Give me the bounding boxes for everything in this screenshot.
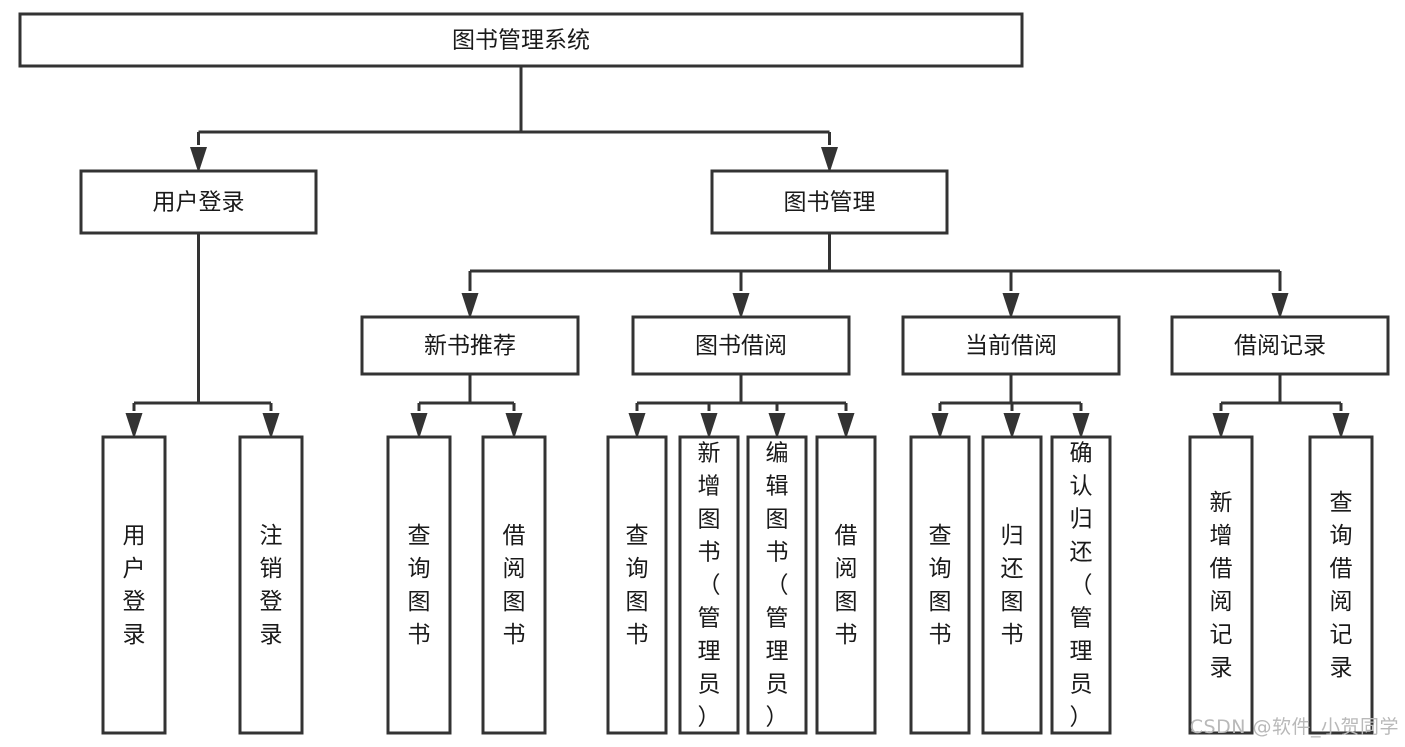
connector-arrowhead — [125, 413, 143, 439]
connector-arrowhead — [768, 413, 786, 439]
node-label: 编辑图书（管理员） — [766, 441, 789, 731]
node-box[interactable] — [101, 435, 167, 735]
node-box[interactable] — [606, 435, 668, 735]
node-box[interactable] — [981, 435, 1043, 735]
connector-arrowhead — [1003, 413, 1021, 439]
connector-arrowhead — [837, 413, 855, 439]
node-layer: 图书管理系统用户登录图书管理新书推荐图书借阅当前借阅借阅记录用户登录注销登录查询… — [18, 12, 1390, 735]
node-leaf-confirm-return[interactable]: 确认归还（管理员） — [1050, 435, 1112, 735]
node-book-borrow[interactable]: 图书借阅 — [631, 315, 851, 376]
connector-arrowhead — [821, 147, 838, 173]
node-label: 借阅图书 — [503, 523, 526, 648]
connector-arrowhead — [461, 293, 479, 319]
connector-group — [931, 374, 1090, 439]
node-label: 图书管理 — [784, 190, 876, 216]
node-leaf-query-record[interactable]: 查询借阅记录 — [1308, 435, 1374, 735]
node-label: 借阅记录 — [1234, 333, 1326, 359]
node-label: 确认归还（管理员） — [1070, 441, 1093, 731]
node-box[interactable] — [710, 169, 949, 235]
node-leaf-query-book-3[interactable]: 查询图书 — [909, 435, 971, 735]
node-label: 用户登录 — [123, 523, 146, 648]
connector-arrowhead — [1332, 413, 1350, 439]
connector-arrowhead — [1212, 413, 1230, 439]
node-label: 新增借阅记录 — [1210, 490, 1233, 681]
node-box[interactable] — [1308, 435, 1374, 735]
node-leaf-add-record[interactable]: 新增借阅记录 — [1188, 435, 1254, 735]
node-label: 注销登录 — [260, 523, 283, 648]
node-box[interactable] — [386, 435, 452, 735]
node-leaf-user-login[interactable]: 用户登录 — [101, 435, 167, 735]
connector-arrowhead — [628, 413, 646, 439]
node-label: 查询图书 — [408, 523, 431, 648]
node-leaf-query-book-1[interactable]: 查询图书 — [386, 435, 452, 735]
node-label: 图书借阅 — [695, 333, 787, 359]
node-current-borrow[interactable]: 当前借阅 — [901, 315, 1121, 376]
connector-group — [125, 233, 280, 439]
connector-arrowhead — [505, 413, 523, 439]
connector-group — [628, 374, 855, 439]
node-leaf-return-book[interactable]: 归还图书 — [981, 435, 1043, 735]
node-label: 用户登录 — [153, 190, 245, 216]
node-new-book-recommend[interactable]: 新书推荐 — [360, 315, 580, 376]
node-box[interactable] — [909, 435, 971, 735]
node-leaf-query-book-2[interactable]: 查询图书 — [606, 435, 668, 735]
node-label: 查询借阅记录 — [1330, 490, 1353, 681]
node-box[interactable] — [746, 435, 808, 735]
node-box[interactable] — [815, 435, 877, 735]
connector-arrowhead — [1072, 413, 1090, 439]
connector-arrowhead — [410, 413, 428, 439]
node-box[interactable] — [1050, 435, 1112, 735]
connector-layer — [125, 66, 1350, 439]
node-leaf-edit-book[interactable]: 编辑图书（管理员） — [746, 435, 808, 735]
node-box[interactable] — [481, 435, 547, 735]
node-label: 图书管理系统 — [452, 28, 590, 54]
node-box[interactable] — [1170, 315, 1390, 376]
connector-arrowhead — [190, 147, 207, 173]
node-leaf-borrow-book-2[interactable]: 借阅图书 — [815, 435, 877, 735]
connector-arrowhead — [700, 413, 718, 439]
node-leaf-logout[interactable]: 注销登录 — [238, 435, 304, 735]
connector-group — [1212, 374, 1350, 439]
connector-arrowhead — [262, 413, 280, 439]
node-label: 当前借阅 — [965, 333, 1057, 359]
node-box[interactable] — [238, 435, 304, 735]
node-label: 借阅图书 — [835, 523, 858, 648]
node-label: 归还图书 — [1001, 523, 1024, 648]
node-box[interactable] — [901, 315, 1121, 376]
connector-arrowhead — [1271, 293, 1289, 319]
connector-arrowhead — [1002, 293, 1020, 319]
node-borrow-record[interactable]: 借阅记录 — [1170, 315, 1390, 376]
node-root[interactable]: 图书管理系统 — [18, 12, 1024, 68]
node-leaf-borrow-book-1[interactable]: 借阅图书 — [481, 435, 547, 735]
node-label: 查询图书 — [929, 523, 952, 648]
connector-arrowhead — [732, 293, 750, 319]
node-label: 新增图书（管理员） — [698, 441, 721, 731]
connector-group — [410, 374, 523, 439]
node-box[interactable] — [79, 169, 318, 235]
node-label: 查询图书 — [626, 523, 649, 648]
node-box[interactable] — [1188, 435, 1254, 735]
node-label: 新书推荐 — [424, 333, 516, 359]
node-user-login[interactable]: 用户登录 — [79, 169, 318, 235]
node-book-manage[interactable]: 图书管理 — [710, 169, 949, 235]
node-box[interactable] — [631, 315, 851, 376]
node-box[interactable] — [18, 12, 1024, 68]
node-leaf-add-book[interactable]: 新增图书（管理员） — [678, 435, 740, 735]
connector-arrowhead — [931, 413, 949, 439]
node-box[interactable] — [678, 435, 740, 735]
connector-group — [461, 233, 1289, 319]
node-box[interactable] — [360, 315, 580, 376]
connector-group — [190, 66, 838, 173]
